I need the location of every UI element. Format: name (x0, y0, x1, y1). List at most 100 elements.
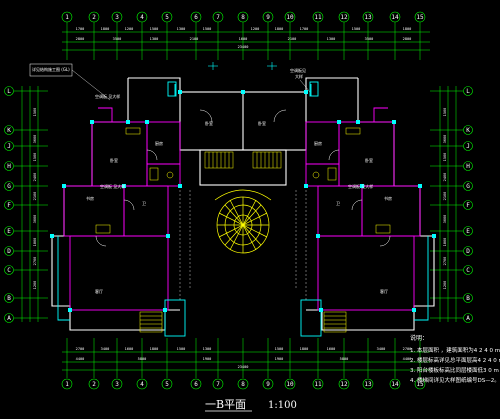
note-line: 3. 阳台楼板标高比同层楼面低3 0 m m。 (410, 366, 500, 374)
axis-label: 9 (266, 14, 270, 21)
axis-label: 8 (241, 381, 245, 388)
dimension-value: 2800 (403, 37, 412, 41)
dimension-value: 2700 (33, 257, 37, 266)
axis-label: 9 (266, 381, 270, 388)
dimension-value: 2700 (76, 347, 85, 351)
axis-label: 10 (286, 14, 294, 21)
axis-label: D (7, 248, 11, 255)
right-dimension-lines (430, 86, 463, 322)
axis-label: L (7, 88, 11, 95)
dimension-value: 1300 (150, 37, 159, 41)
bottom-dimension-text: 2700 3400 1600 1800 1500 1300 1500 1800 … (76, 347, 412, 369)
dimension-value: 4400 (76, 357, 85, 361)
dimension-value: 1500 (275, 347, 284, 351)
left-dimension-text: 1500 3600 1500 2400 2100 3000 1800 2700 … (33, 108, 37, 290)
room-label-bedroom: 卧室 (365, 157, 373, 163)
room-label-living: 客厅 (95, 288, 103, 294)
dimension-value: 1500 (352, 27, 361, 31)
drawing-title-block: 一B平面 1:100 (205, 398, 297, 412)
dimension-value: 1800 (275, 27, 284, 31)
axis-label: E (7, 228, 11, 235)
axis-label: 6 (194, 381, 198, 388)
axis-label: 12 (340, 14, 348, 21)
callout-text: 空调板见 (290, 67, 306, 73)
dimension-value: 1800 (443, 238, 447, 247)
dimension-value: 1500 (443, 108, 447, 117)
note-line: 2. 楼层标高详见总平面层高4 2 4 0 m m。 (410, 356, 500, 364)
axis-label: 2 (92, 381, 96, 388)
dimension-total: 23400 (238, 45, 249, 49)
axis-label: D (466, 248, 470, 255)
dimension-value: 4400 (403, 357, 412, 361)
axis-label: B (466, 295, 470, 302)
bottom-axis-bubbles (61, 378, 426, 390)
axis-label: 4 (140, 14, 144, 21)
dimension-value: 1500 (33, 153, 37, 162)
stair-flights (139, 151, 347, 333)
axis-label: 3 (115, 14, 119, 21)
dimension-total: 23400 (238, 365, 249, 369)
dimension-value: 3600 (443, 135, 447, 144)
axis-label: C (7, 267, 11, 274)
callouts: 详见结构施工图 (GL) 空调板 见大样 空调板见 大样 空调板 见大样 空调板… (29, 63, 373, 189)
dimension-value: 3000 (33, 215, 37, 224)
bottom-axis-labels: 1 2 3 4 5 6 7 8 9 10 11 12 13 14 15 (65, 381, 424, 388)
dimension-value: 1800 (403, 27, 412, 31)
axis-label: 7 (216, 381, 220, 388)
callout-text: 空调板 见大样 (348, 183, 373, 189)
axis-label: H (7, 163, 11, 170)
dimension-value: 1300 (203, 347, 212, 351)
dimension-value: 1200 (33, 281, 37, 290)
dimension-value: 1200 (125, 27, 134, 31)
axis-label: G (466, 183, 470, 190)
note-line: 1. 本层面积 ，建筑面积为4 2 4 0 m m。 (410, 346, 500, 354)
dimension-value: 2100 (288, 37, 297, 41)
dimension-value: 1600 (239, 37, 248, 41)
axis-label: H (466, 163, 470, 170)
dimension-value: 1500 (150, 27, 159, 31)
axis-label: 11 (314, 381, 322, 388)
axis-label: A (466, 315, 470, 322)
axis-label: K (7, 127, 11, 134)
drawing-title: 一B平面 (205, 398, 246, 411)
dimension-value: 2400 (443, 173, 447, 182)
right-dimension-text: 1500 3600 1500 2400 2100 3000 1800 2700 … (443, 108, 447, 290)
axis-label: F (466, 202, 470, 209)
axis-label: 14 (391, 14, 399, 21)
axis-label: 7 (216, 14, 220, 21)
door-swings (95, 109, 391, 247)
dimension-value: 1900 (203, 357, 212, 361)
dimension-value: 3000 (443, 215, 447, 224)
axis-label: 4 (140, 381, 144, 388)
dimension-value: 2100 (190, 37, 199, 41)
callout-text: 大样 (295, 73, 303, 79)
dimension-value: 1500 (203, 27, 212, 31)
room-label-bath: 卫 (142, 201, 146, 206)
dimension-value: 1200 (443, 281, 447, 290)
dimension-value: 3500 (113, 37, 122, 41)
dimension-value: 1300 (177, 27, 186, 31)
room-label-kitchen: 厨房 (314, 140, 322, 146)
room-label-bedroom: 卧室 (110, 157, 118, 163)
axis-label: F (7, 202, 11, 209)
axis-label: L (466, 88, 470, 95)
dimension-value: 2800 (76, 37, 85, 41)
axis-label: 12 (340, 381, 348, 388)
right-axis-labels: L K J H G F E D C B A (466, 88, 470, 322)
room-label-study: 书房 (384, 195, 392, 201)
axis-label: G (7, 183, 11, 190)
central-stair (214, 189, 272, 254)
right-axis-bubbles (463, 86, 473, 323)
axis-label: J (7, 143, 11, 150)
axis-label: C (466, 267, 470, 274)
room-label-study: 书房 (86, 195, 94, 201)
notes-heading: 说明： (410, 334, 428, 342)
axis-label: 5 (165, 381, 169, 388)
callout-text: 详见结构施工图 (GL) (32, 66, 70, 72)
callout-text: 空调板 见大样 (100, 183, 125, 189)
axis-label: A (7, 315, 11, 322)
note-line: 4. 楼梯间详见大样图纸编号DS—2。 (410, 376, 500, 384)
dimension-value: 1600 (327, 347, 336, 351)
dimension-value: 3500 (365, 37, 374, 41)
